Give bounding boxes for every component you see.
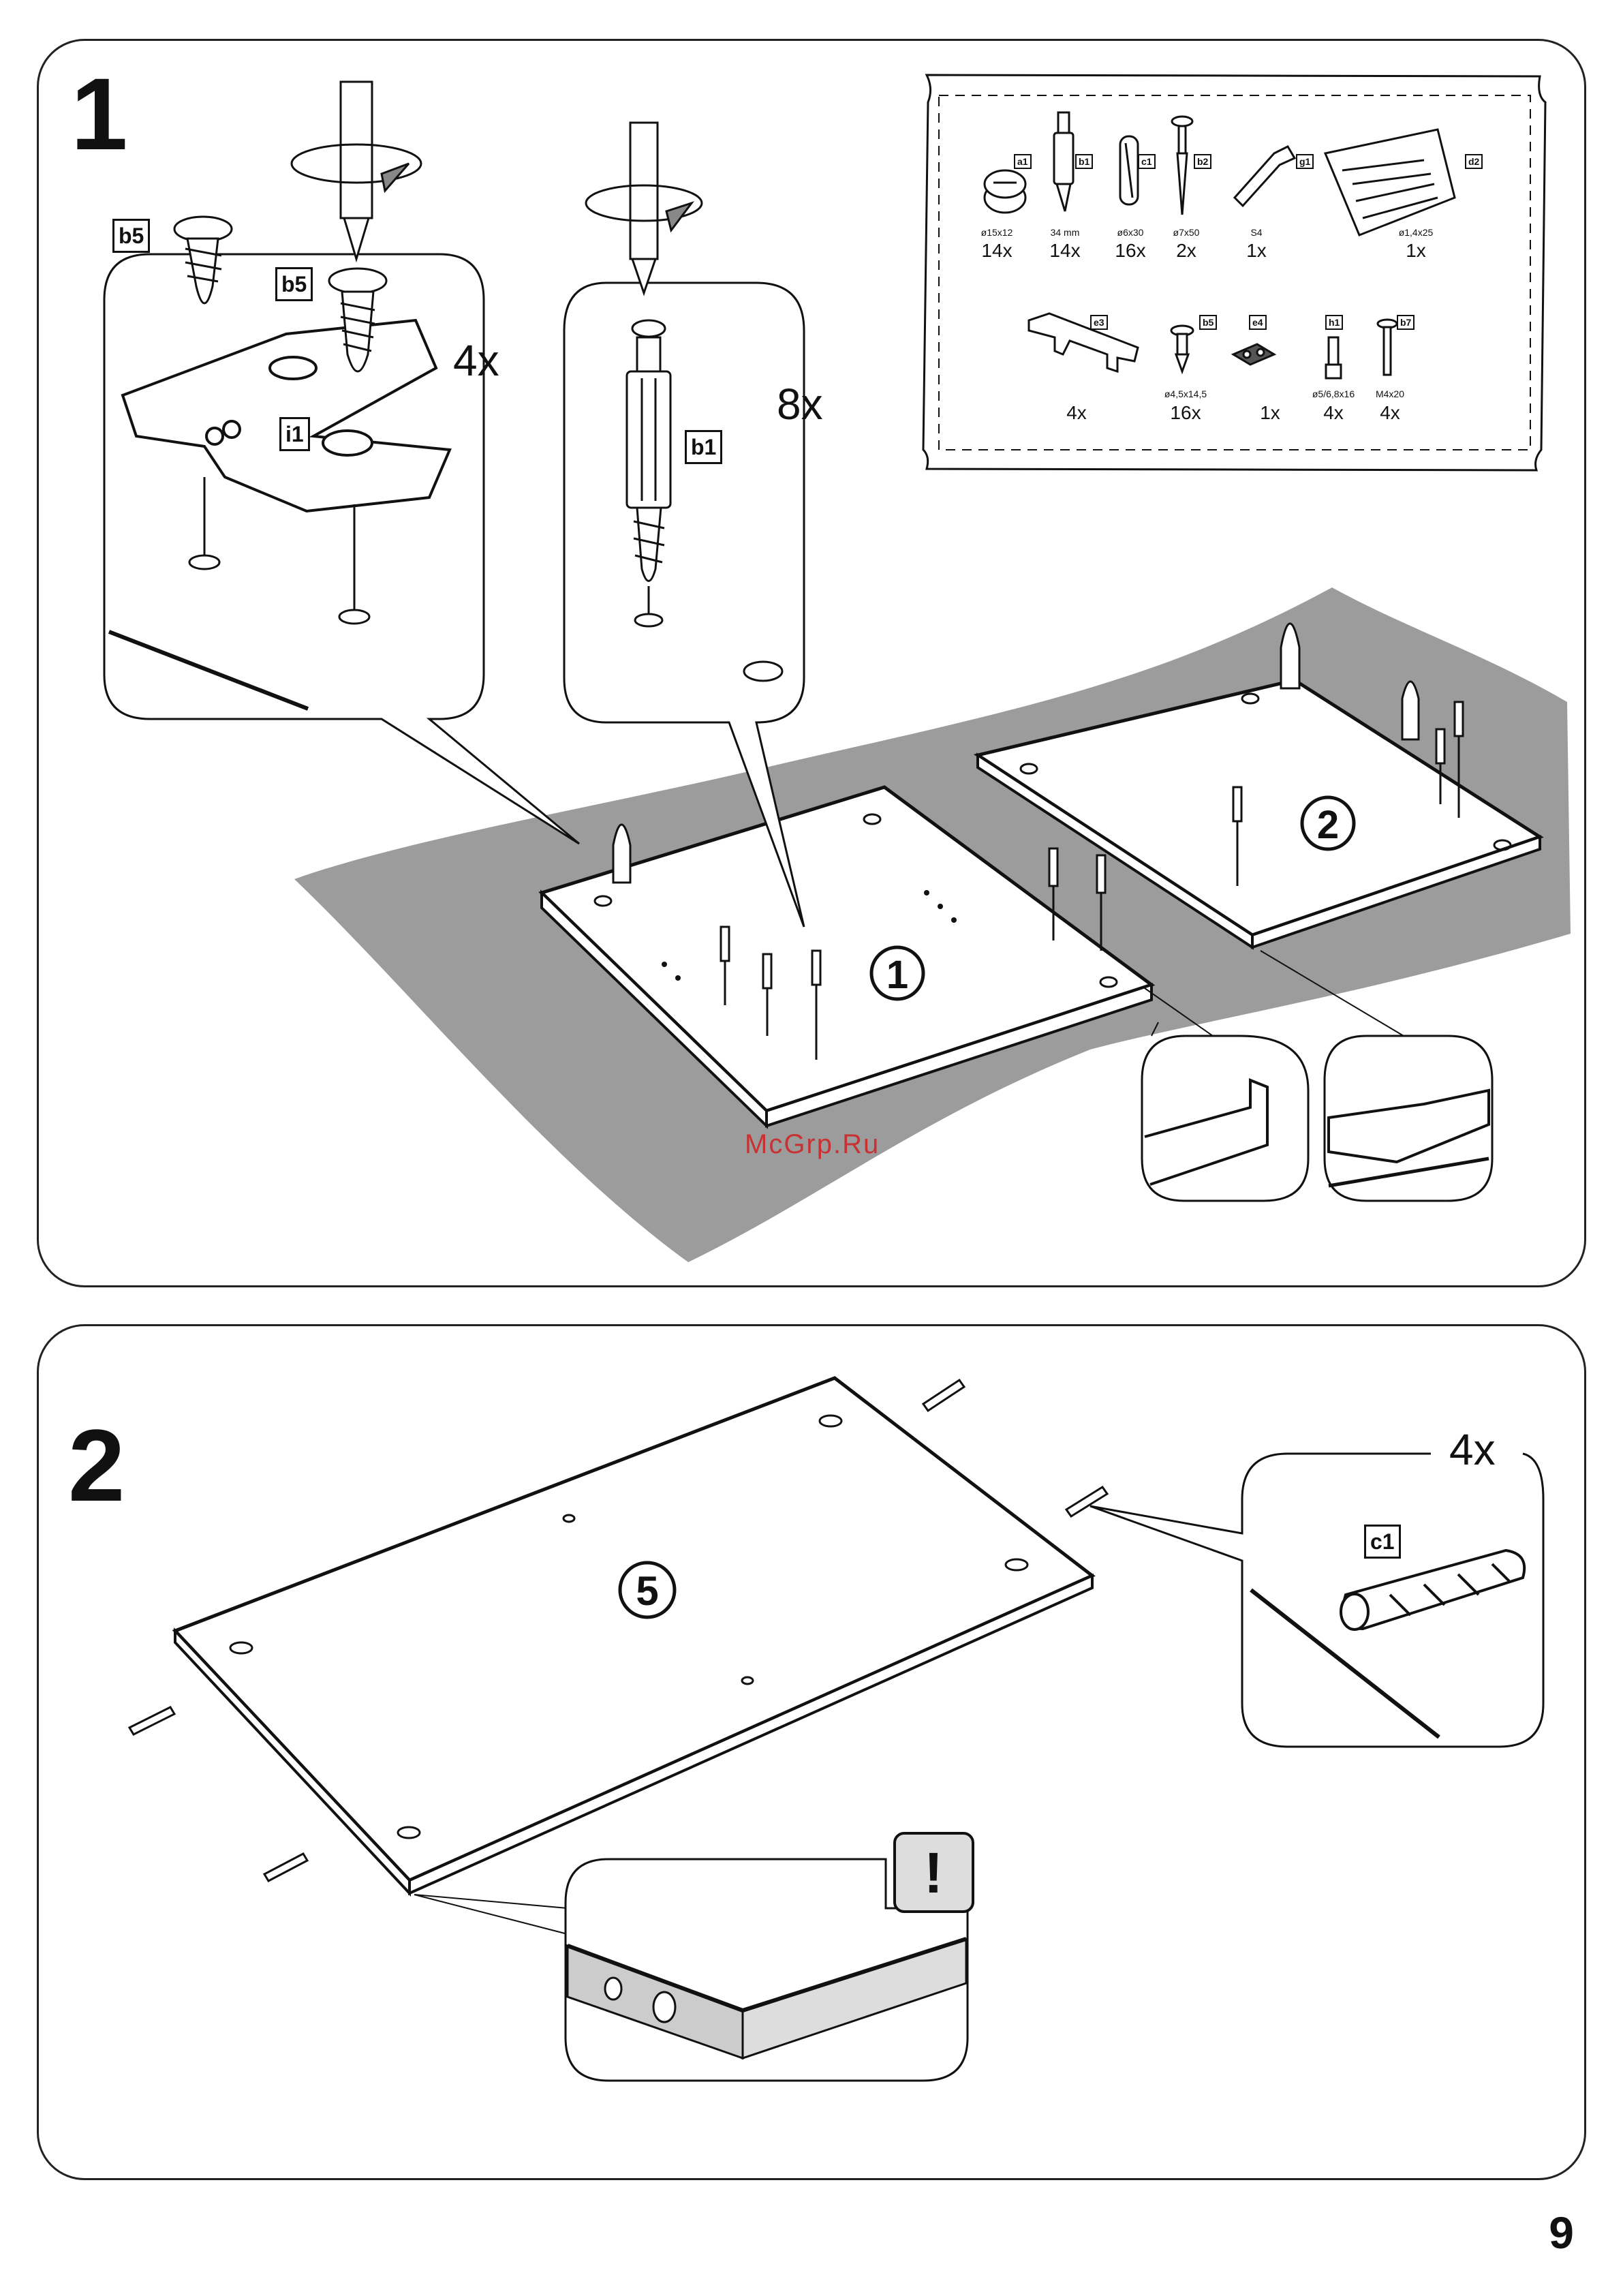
label-c1: c1 <box>1364 1525 1401 1559</box>
watermark: McGrp.Ru <box>745 1129 880 1160</box>
page-number: 9 <box>1549 2207 1574 2259</box>
step-2-illustration: 5 ! <box>0 0 1623 2181</box>
warning-symbol: ! <box>924 1841 943 1905</box>
dowel-quantity: 4x <box>1449 1424 1496 1475</box>
dowel-detail-bubble <box>1090 1454 1543 1747</box>
board-5-marker: 5 <box>620 1563 675 1617</box>
board-5 <box>175 1378 1092 1893</box>
board-5-number: 5 <box>636 1568 658 1614</box>
warning-icon: ! <box>895 1833 973 1912</box>
